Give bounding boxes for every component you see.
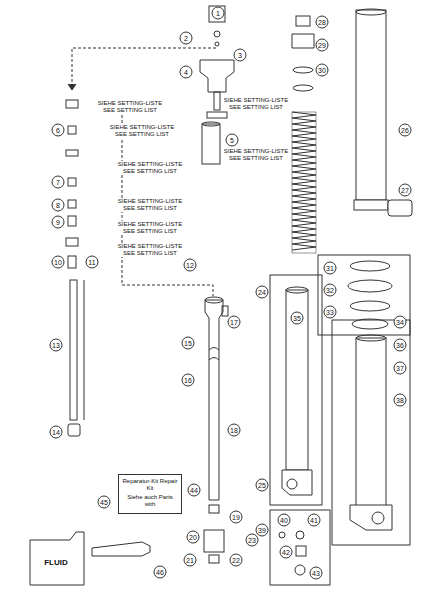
setting-note: SIEHE SETTING-LISTE SEE SETTING LIST [115, 243, 185, 257]
callout-number: 10 [52, 256, 65, 269]
callout-number: 38 [394, 394, 407, 407]
callout-number: 17 [228, 316, 241, 329]
callout-number: 21 [184, 554, 197, 567]
callout-number: 4 [180, 66, 193, 79]
callout-number: 11 [86, 256, 99, 269]
callout-number: 16 [182, 374, 195, 387]
callout-number: 42 [280, 546, 293, 559]
callout-number: 32 [324, 284, 337, 297]
callout-number: 44 [188, 484, 201, 497]
callout-number: 28 [316, 16, 329, 29]
callout-number: 36 [394, 339, 407, 352]
setting-note: SIEHE SETTING-LISTE SEE SETTING LIST [221, 148, 291, 162]
callout-number: 24 [256, 286, 269, 299]
callout-number: 31 [324, 262, 337, 275]
callout-number: 39 [256, 524, 269, 537]
part-label: FLUID [43, 558, 69, 567]
setting-note: SIEHE SETTING-LISTE SEE SETTING LIST [115, 161, 185, 175]
callout-number: 13 [50, 339, 63, 352]
callout-number: 7 [52, 176, 65, 189]
callout-number: 14 [50, 426, 63, 439]
repair-kit-box: Reparatur-Kit Repair KitSiehe auch Parts… [118, 474, 182, 514]
callout-number: 12 [184, 259, 197, 272]
kit-text: Reparatur-Kit Repair Kit [122, 478, 178, 492]
callout-number: 45 [98, 496, 111, 509]
callout-number: 1 [212, 7, 225, 20]
callout-number: 23 [246, 534, 259, 547]
setting-note: SIEHE SETTING-LISTE SEE SETTING LIST [115, 221, 185, 235]
callout-number: 43 [310, 567, 323, 580]
callout-number: 15 [182, 337, 195, 350]
callout-number: 30 [316, 64, 329, 77]
callout-number: 20 [187, 531, 200, 544]
callout-number: 6 [52, 124, 65, 137]
callout-number: 41 [308, 514, 321, 527]
kit-text: Siehe auch Parts with [122, 494, 178, 508]
callout-number: 9 [52, 216, 65, 229]
setting-note: SIEHE SETTING-LISTE SEE SETTING LIST [221, 97, 291, 111]
callout-number: 5 [226, 134, 239, 147]
callout-number: 27 [399, 184, 412, 197]
callout-number: 22 [230, 554, 243, 567]
callout-number: 8 [52, 199, 65, 212]
callout-number: 18 [228, 424, 241, 437]
callout-number: 40 [278, 514, 291, 527]
setting-note: SIEHE SETTING-LISTE SEE SETTING LIST [107, 124, 177, 138]
callout-number: 37 [394, 362, 407, 375]
callout-number: 25 [256, 479, 269, 492]
callout-number: 2 [180, 32, 193, 45]
callout-number: 26 [399, 124, 412, 137]
callout-number: 46 [154, 566, 167, 579]
callout-number: 33 [324, 306, 337, 319]
setting-note: SIEHE SETTING-LISTE SEE SETTING LIST [95, 100, 165, 114]
callout-number: 35 [291, 312, 304, 325]
callout-number: 29 [316, 39, 329, 52]
callout-number: 19 [230, 511, 243, 524]
callout-number: 34 [394, 316, 407, 329]
setting-note: SIEHE SETTING-LISTE SEE SETTING LIST [115, 198, 185, 212]
callout-number: 3 [234, 49, 247, 62]
